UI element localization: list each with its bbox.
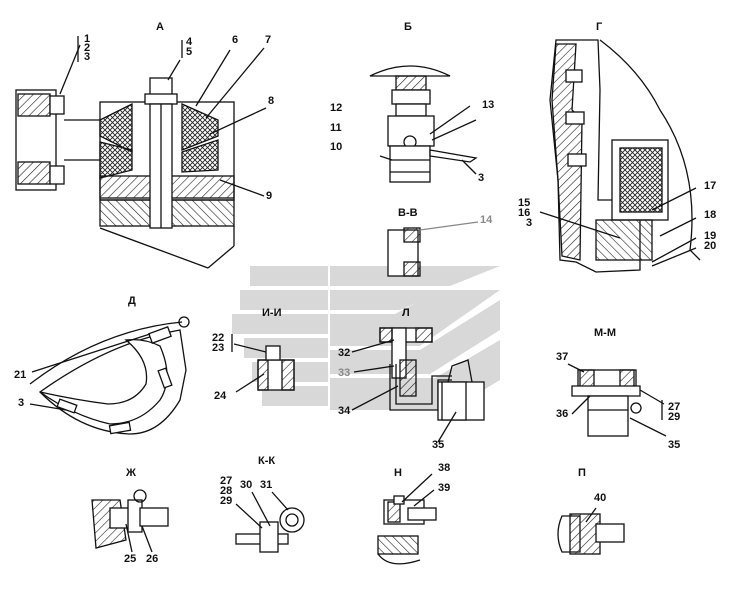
callout-39: 39 (438, 482, 451, 494)
callout-2: 2 (84, 42, 91, 54)
view-l (351, 327, 485, 443)
callout-33: 33 (338, 367, 351, 379)
callout-32: 32 (338, 347, 351, 359)
view-title-a: А (156, 21, 164, 33)
callout-31: 31 (260, 479, 273, 491)
callout-36: 36 (556, 408, 569, 420)
callout-23: 23 (212, 342, 225, 354)
callout-4: 4 (186, 36, 193, 48)
callout-35b: 35 (668, 439, 681, 451)
view-vv (387, 221, 479, 277)
callout-27b: 27 (220, 475, 233, 487)
callout-12: 12 (330, 102, 343, 114)
view-title-b: Б (404, 21, 412, 33)
callout-29b: 29 (220, 495, 233, 507)
view-title-vv: В-В (398, 207, 418, 219)
callout-25: 25 (124, 553, 137, 565)
callout-27a: 27 (668, 401, 681, 413)
callout-1: 1 (84, 33, 91, 45)
callout-15: 15 (518, 197, 531, 209)
callout-16: 16 (518, 207, 531, 219)
callout-37: 37 (556, 351, 569, 363)
callout-11: 11 (330, 122, 342, 134)
view-title-p: П (578, 467, 586, 479)
callout-28: 28 (220, 485, 233, 497)
view-title-zh: Ж (126, 467, 136, 479)
callout-6: 6 (232, 34, 239, 46)
callout-22: 22 (212, 332, 225, 344)
callout-26: 26 (146, 553, 159, 565)
view-g (539, 39, 701, 273)
view-n (377, 473, 437, 565)
callout-24: 24 (214, 390, 227, 402)
callout-40: 40 (594, 492, 607, 504)
view-kk (235, 491, 305, 553)
view-a (15, 36, 267, 269)
view-mm (567, 363, 667, 437)
view-b (369, 65, 478, 183)
callout-3c: 3 (526, 217, 533, 229)
view-title-g: Г (596, 21, 603, 33)
callout-9: 9 (266, 190, 273, 202)
view-title-ii: И-И (262, 307, 282, 319)
view-ii (231, 334, 295, 393)
callout-7: 7 (265, 34, 272, 46)
callout-3: 3 (84, 51, 91, 63)
callout-3b: 3 (478, 172, 485, 184)
callout-8: 8 (268, 95, 275, 107)
callout-17: 17 (704, 180, 717, 192)
callout-20: 20 (704, 240, 717, 252)
callout-30: 30 (240, 479, 253, 491)
view-zh (91, 489, 169, 553)
view-title-kk: К-К (258, 455, 276, 467)
callout-13: 13 (482, 99, 495, 111)
callout-29a: 29 (668, 411, 681, 423)
view-p (557, 507, 625, 555)
view-title-d: Д (128, 295, 136, 307)
view-title-l: Л (402, 307, 410, 319)
callout-35a: 35 (432, 439, 445, 451)
callout-38: 38 (438, 462, 451, 474)
callout-14: 14 (480, 214, 493, 226)
callout-3d: 3 (18, 397, 25, 409)
callout-19: 19 (704, 230, 717, 242)
callout-18: 18 (704, 209, 717, 221)
callout-5: 5 (186, 46, 193, 58)
view-title-mm: М-М (594, 327, 616, 339)
view-d (29, 316, 190, 435)
callout-10: 10 (330, 141, 343, 153)
callout-34: 34 (338, 405, 351, 417)
view-title-n: Н (394, 467, 402, 479)
callout-21: 21 (14, 369, 27, 381)
